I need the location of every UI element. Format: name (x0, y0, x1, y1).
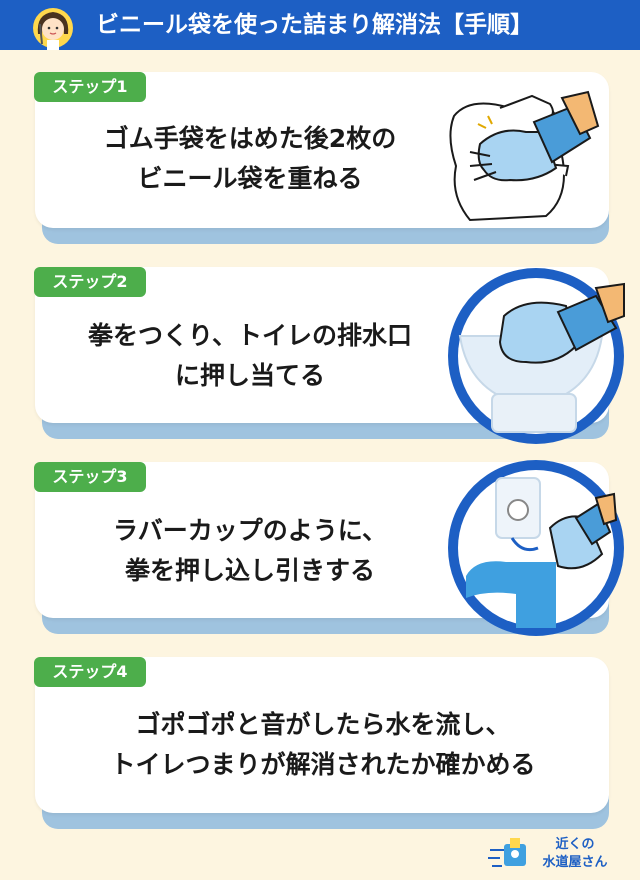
step-text-line: に押し当てる (174, 361, 325, 390)
step-badge-3: ステップ3 (34, 462, 146, 492)
step-text-line: ゴポゴポと音がしたら水を流し、 (135, 710, 511, 739)
step-text-line: ビニール袋を重ねる (137, 164, 363, 193)
plumber-logo-icon (488, 838, 526, 867)
step-badge-1: ステップ1 (34, 72, 146, 102)
page-header: ビニール袋を使った詰まり解消法【手順】 (0, 0, 640, 50)
brand-logo: 近くの 水道屋さん (478, 834, 618, 876)
step-badge-4: ステップ4 (34, 657, 146, 687)
step-badge-2: ステップ2 (34, 267, 146, 297)
step-text-line: 拳を押し込し引きする (124, 556, 375, 585)
step-text-4: ゴポゴポと音がしたら水を流し、 トイレつまりが解消されたか確かめる (40, 705, 606, 785)
step-text-line: ゴム手袋をはめた後2枚の (103, 124, 397, 153)
step-text-1: ゴム手袋をはめた後2枚の ビニール袋を重ねる (60, 119, 440, 199)
step-text-2: 拳をつくり、トイレの排水口 に押し当てる (50, 316, 450, 396)
woman-avatar-icon (33, 8, 73, 50)
logo-line-1: 近くの (555, 837, 595, 852)
pipe-drain-icon (448, 460, 624, 636)
step-text-line: トイレつまりが解消されたか確かめる (110, 750, 536, 779)
glove-bag-icon (449, 90, 600, 222)
logo-line-2: 水道屋さん (542, 855, 608, 870)
page-title: ビニール袋を使った詰まり解消法【手順】 (96, 12, 533, 38)
step-text-3: ラバーカップのように、 拳を押し込し引きする (60, 511, 440, 591)
toilet-drain-icon (448, 268, 625, 444)
step-text-line: 拳をつくり、トイレの排水口 (87, 321, 412, 350)
step-text-line: ラバーカップのように、 (112, 516, 387, 545)
